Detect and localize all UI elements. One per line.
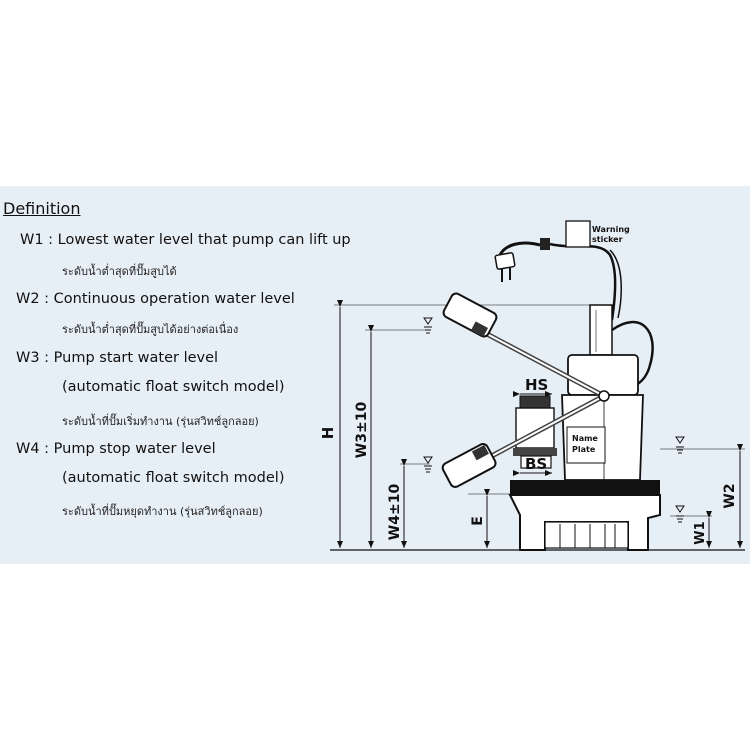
power-plug-icon bbox=[494, 238, 550, 282]
w4-definition-thai: ระดับน้ำที่ปั๊มหยุดทำงาน (รุ่นสวิทช์ลูกล… bbox=[62, 505, 263, 518]
w4-definition-note: (automatic float switch model) bbox=[62, 470, 285, 486]
float-upper bbox=[442, 292, 498, 338]
w3-label: W3±10 bbox=[354, 402, 370, 459]
name-plate-label: Name bbox=[572, 434, 598, 443]
w2-definition-thai: ระดับน้ำต่ำสุดที่ปั๊มสูบได้อย่างต่อเนื่อ… bbox=[62, 323, 239, 336]
e-label: E bbox=[470, 516, 486, 526]
w3-definition: W3 : Pump start water level bbox=[16, 350, 219, 366]
w1-label: W1 bbox=[693, 521, 708, 544]
e-dimension: E bbox=[470, 489, 490, 548]
w4-label: W4±10 bbox=[387, 484, 403, 541]
w1-definition-thai: ระดับน้ำต่ำสุดที่ปั๊มสูบได้ bbox=[62, 265, 177, 278]
w2-label: W2 bbox=[722, 483, 738, 508]
warning-sticker bbox=[565, 220, 591, 248]
name-plate bbox=[566, 426, 606, 464]
water-level-icon bbox=[675, 436, 685, 454]
w4-dimension: W4±10 bbox=[387, 459, 407, 548]
h-dimension: H bbox=[319, 300, 343, 548]
w2-dimension: W2 bbox=[722, 444, 743, 548]
water-level-icon bbox=[675, 505, 685, 523]
hs-label: HS bbox=[525, 376, 548, 394]
w1-definition: W1 : Lowest water level that pump can li… bbox=[20, 232, 351, 248]
pump-outlet bbox=[589, 304, 613, 356]
warning-sticker-label: Warning bbox=[592, 225, 630, 234]
pump-base bbox=[508, 480, 661, 551]
bs-label: BS bbox=[525, 455, 547, 473]
float-lower bbox=[441, 443, 497, 488]
warning-sticker-label-2: sticker bbox=[592, 235, 623, 244]
float-switch-arm bbox=[467, 322, 610, 469]
w2-definition: W2 : Continuous operation water level bbox=[16, 291, 295, 307]
h-label: H bbox=[319, 427, 337, 440]
bs-dimension: BS bbox=[513, 455, 552, 476]
w1-dimension: W1 bbox=[693, 511, 712, 548]
w4-definition: W4 : Pump stop water level bbox=[16, 441, 216, 457]
hs-dimension: HS bbox=[513, 376, 552, 397]
w3-dimension: W3±10 bbox=[354, 325, 374, 548]
w3-definition-note: (automatic float switch model) bbox=[62, 379, 285, 395]
w3-definition-thai: ระดับน้ำที่ปั๊มเริ่มทำงาน (รุ่นสวิทช์ลูก… bbox=[62, 415, 259, 428]
definition-title: Definition bbox=[3, 199, 81, 218]
water-level-icon bbox=[423, 456, 433, 473]
name-plate-label-2: Plate bbox=[572, 445, 596, 454]
water-level-icon bbox=[423, 317, 433, 334]
